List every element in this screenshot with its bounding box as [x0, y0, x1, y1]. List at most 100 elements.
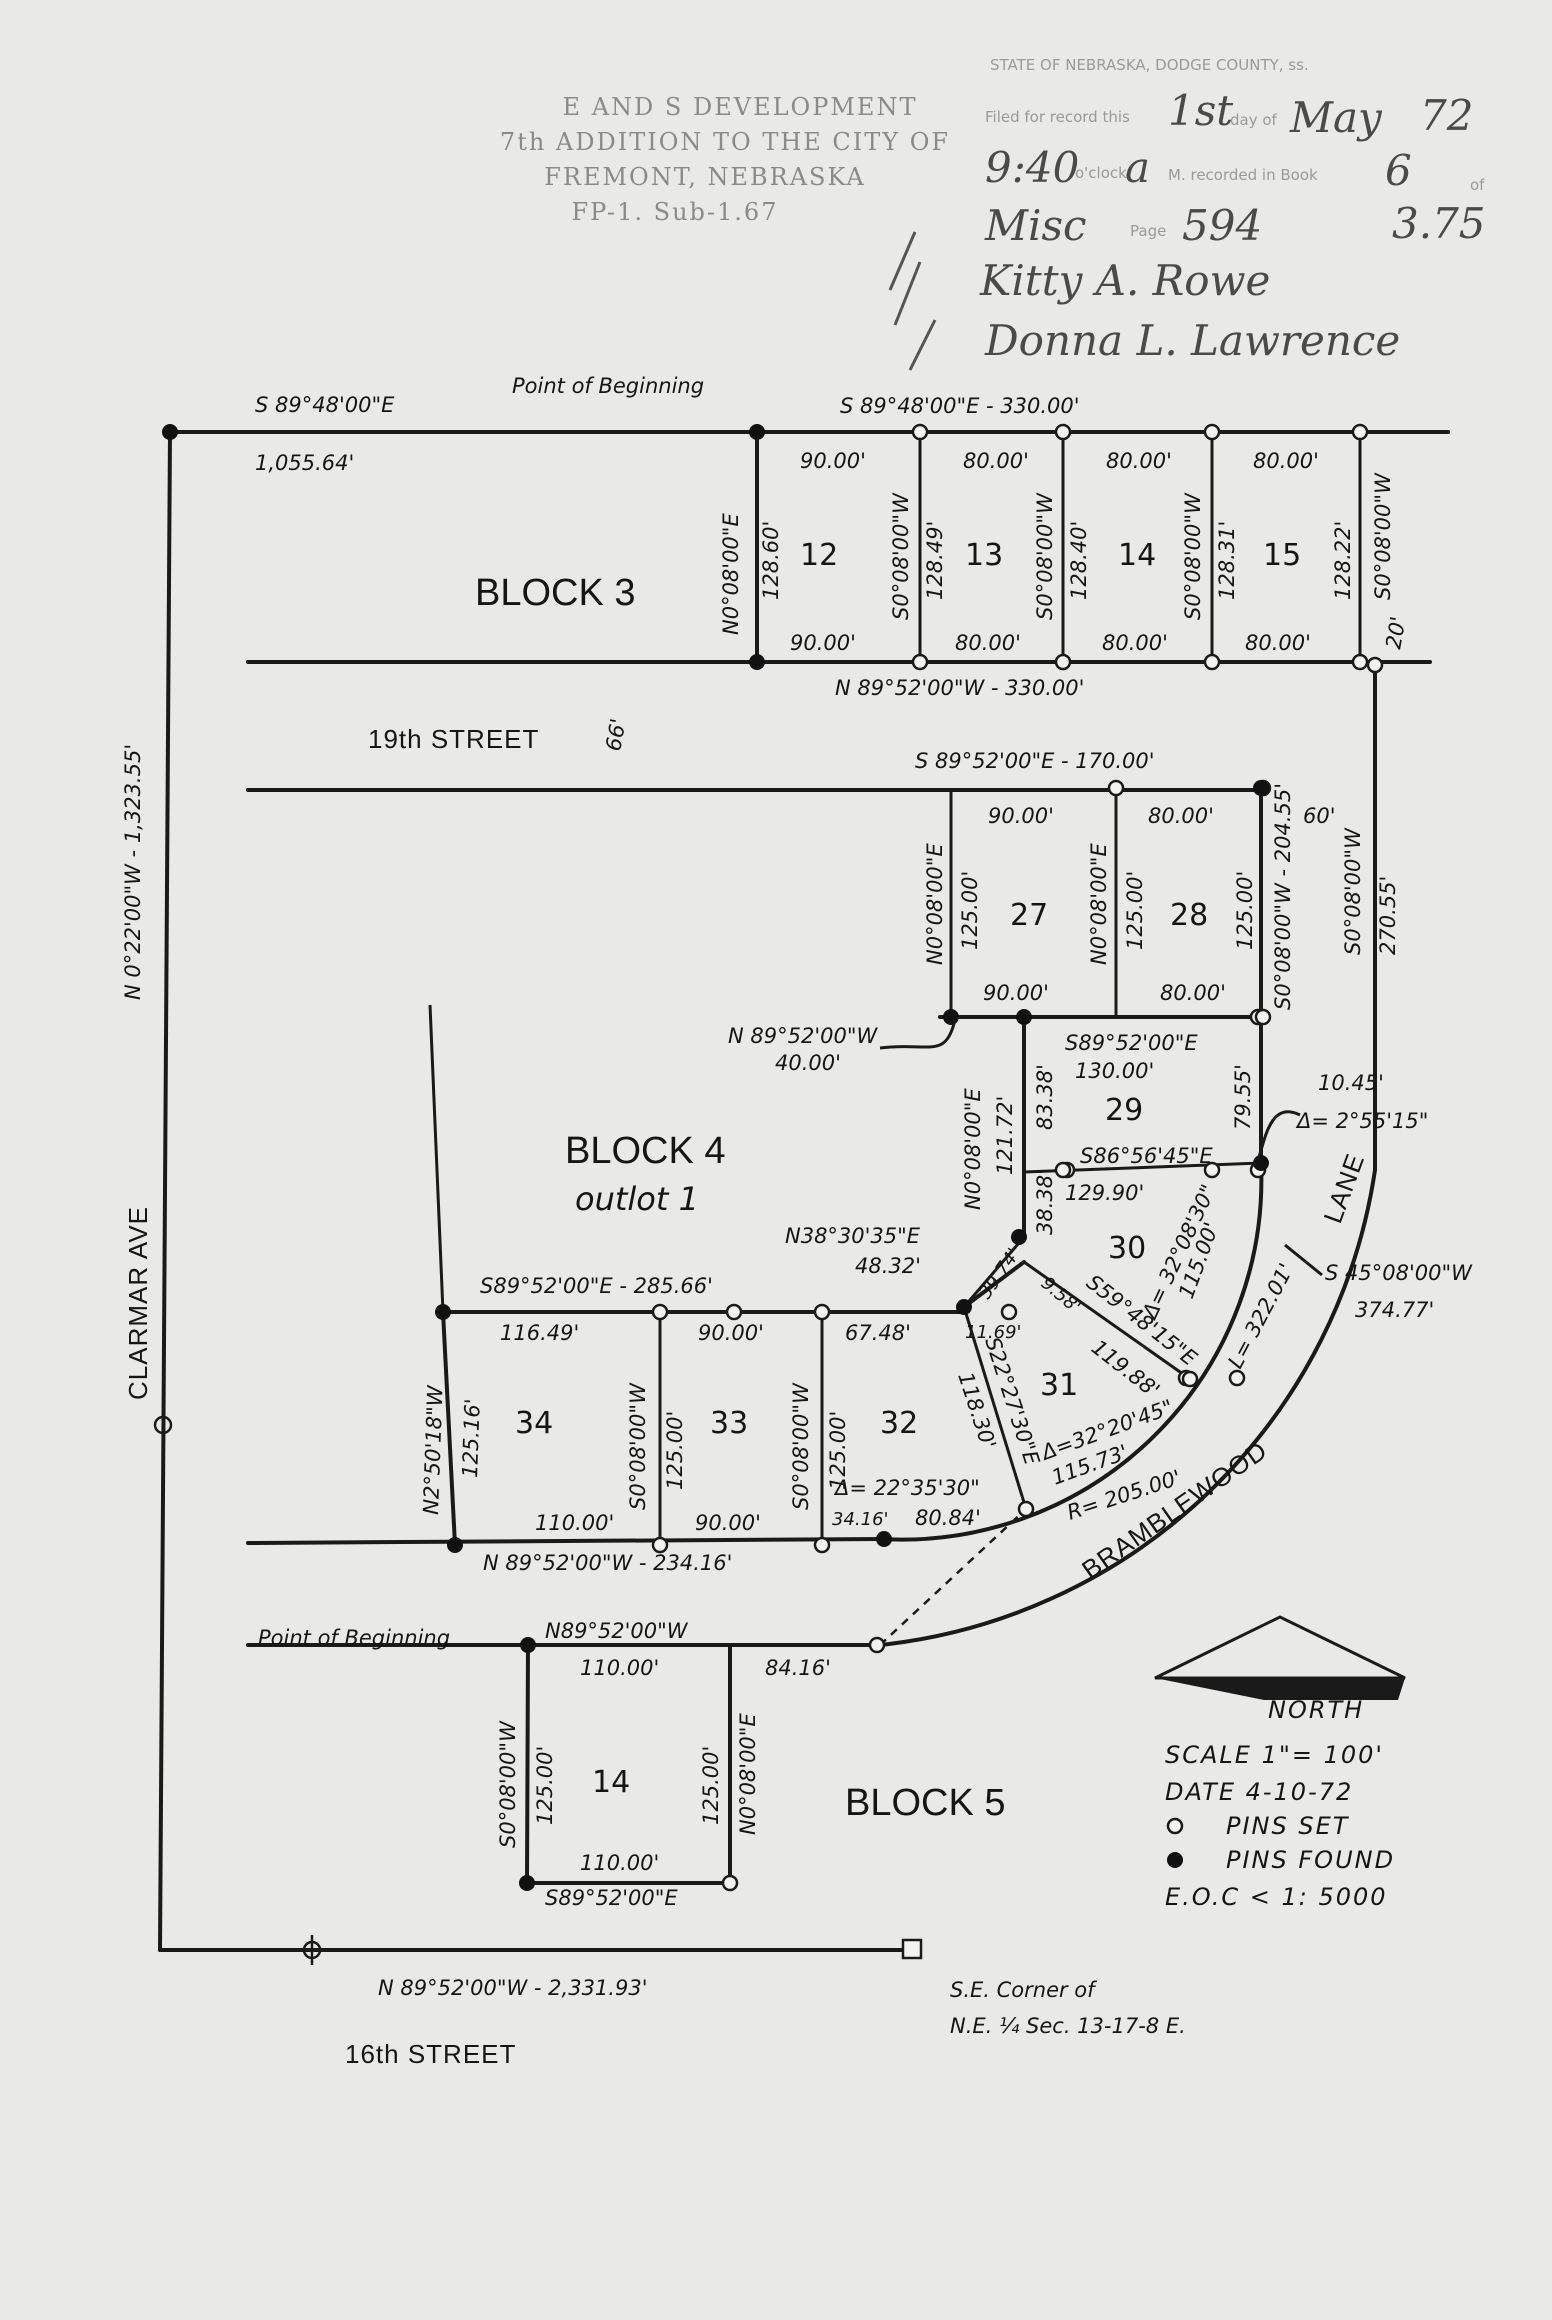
pin-set-marker: [1017, 1500, 1035, 1518]
stamp-state-line: STATE OF NEBRASKA, DODGE COUNTY, ss.: [990, 56, 1309, 74]
stamp-page: 594: [1182, 201, 1262, 250]
b3-top-13: 80.00': [963, 449, 1029, 473]
lane-line-bearing: S0°08'00"W: [1341, 827, 1365, 955]
legend-north: NORTH: [1268, 1696, 1364, 1724]
lot30-west-line: [962, 1260, 1026, 1309]
l29-bottom-bearing: S86°56'45"E: [1080, 1144, 1213, 1168]
b3-l13-14-bearing: S0°08'00"W: [1033, 492, 1057, 620]
b3-bot-14: 80.00': [1102, 631, 1168, 655]
b5-east-bearing: N0°08'00"E: [736, 1713, 760, 1835]
l30-side-length: 38.38': [1033, 1169, 1057, 1235]
l30-b: 9.58': [1037, 1273, 1085, 1318]
b3-corner-label: 20': [1381, 615, 1410, 651]
nineteenth-street-label: 19th STREET: [368, 724, 539, 754]
legend-scale: SCALE 1"= 100': [1165, 1741, 1384, 1769]
l32-delta: Δ= 22°35'30": [833, 1476, 980, 1500]
l32-top: 67.48': [845, 1321, 911, 1345]
l33-32-length: 125.00': [826, 1411, 850, 1490]
b3-bot-12: 90.00': [790, 631, 856, 655]
l27-28-length: 125.00': [1123, 871, 1147, 950]
pins-found-group: [162, 424, 1269, 1891]
top-left-bearing: S 89°48'00"E: [255, 393, 395, 417]
l32-arc2: 80.84': [915, 1506, 981, 1530]
b3-top-14: 80.00': [1106, 449, 1172, 473]
b4-south-bearing: N 89°52'00"W - 234.16': [483, 1551, 732, 1575]
l32-arc: 34.16': [832, 1509, 888, 1530]
se-corner-marker: [901, 1938, 923, 1960]
pin-set-marker: [1054, 653, 1072, 671]
pin-found-marker: [1016, 1009, 1032, 1025]
pin-set-marker: [651, 1536, 669, 1554]
south-boundary-label: N 89°52'00"W - 2,331.93': [378, 1976, 647, 2000]
block3-label: BLOCK 3: [475, 572, 636, 614]
lot-30-number: 30: [1108, 1231, 1146, 1266]
se-corner-line2: N.E. ¼ Sec. 13-17-8 E.: [950, 2014, 1186, 2038]
l34-west-bearing: N2°50'18"W: [419, 1384, 448, 1515]
pin-set-marker: [1351, 653, 1369, 671]
b4-east-bearing: S0°08'00"W - 204.55': [1271, 783, 1295, 1010]
b4-west-long-bearing: N0°08'00"E: [961, 1088, 985, 1210]
l29-bottom-distance: 129.90': [1065, 1181, 1144, 1205]
b5-west-bearing: S0°08'00"W: [496, 1720, 520, 1848]
delta-lane: Δ= 2°55'15": [1295, 1109, 1428, 1133]
jog-distance: 40.00': [775, 1051, 841, 1075]
lot-29-number: 29: [1105, 1093, 1143, 1128]
pin-set-marker: [1181, 1370, 1199, 1388]
l33-top: 90.00': [698, 1321, 764, 1345]
pin-found-marker: [1253, 780, 1269, 796]
recording-stamp: STATE OF NEBRASKA, DODGE COUNTY, ss. Fil…: [888, 56, 1486, 371]
nineteenth-street-width: 66': [601, 717, 630, 753]
pin-set-marker: [1228, 1369, 1246, 1387]
b5-top-gap: 84.16': [765, 1656, 831, 1680]
l34-top: 116.49': [500, 1321, 579, 1345]
l34-west-length: 125.16': [458, 1398, 485, 1478]
legend-pins-set: PINS SET: [1226, 1812, 1350, 1840]
l33-bottom: 90.00': [695, 1511, 761, 1535]
l27-top: 90.00': [988, 804, 1054, 828]
pin-set-marker: [725, 1303, 743, 1321]
stamp-misc: Misc: [984, 201, 1087, 250]
pin-set-marker: [868, 1636, 886, 1654]
l34-33-bearing: S0°08'00"W: [626, 1382, 650, 1510]
lot-34-number: 34: [515, 1406, 553, 1441]
plat-title-line1: E AND S DEVELOPMENT: [563, 93, 918, 121]
b5-bottom-length: 110.00': [580, 1851, 659, 1875]
lane-line-length: 270.55': [1376, 876, 1400, 955]
stamp-oclock-label: o'clock: [1075, 164, 1127, 182]
pin-set-marker: [1351, 423, 1369, 441]
l28-east-length: 125.00': [1233, 871, 1257, 950]
lot-15-number: 15: [1263, 538, 1301, 573]
b5-bottom-bearing: S89°52'00"E: [545, 1886, 678, 1910]
lot31-32-line: [962, 1306, 1028, 1510]
pin-set-marker: [1366, 656, 1384, 674]
pin-found-marker: [876, 1531, 892, 1547]
top-right-bearing: S 89°48'00"E - 330.00': [840, 394, 1080, 418]
pin-set-marker: [721, 1874, 739, 1892]
legend-pin-set-symbol: [1166, 1817, 1184, 1835]
l30-chord-bearing: N38°30'35"E: [785, 1224, 921, 1248]
l29-top-bearing: S89°52'00"E: [1065, 1031, 1198, 1055]
b5-east-length: 125.00': [699, 1746, 723, 1825]
pin-set-marker: [813, 1303, 831, 1321]
b3-west-length: 128.60': [759, 521, 783, 600]
l27-28-bearing: N0°08'00"E: [1087, 843, 1111, 965]
l30-31-length: 119.88': [1087, 1335, 1164, 1403]
pin-found-marker: [520, 1637, 536, 1653]
b3-l14-15-bearing: S0°08'00"W: [1181, 492, 1205, 620]
b5-top-bearing: N89°52'00"W: [545, 1619, 689, 1643]
stamp-book: 6: [1385, 146, 1412, 195]
b3-l12-13-length: 128.49': [923, 521, 947, 600]
delta-lane-leader: [1256, 1110, 1301, 1161]
pin-found-marker: [519, 1875, 535, 1891]
bramblewood-inner-curve: [878, 1161, 1264, 1542]
pin-set-marker: [1254, 1008, 1272, 1026]
l31-a: 11.69': [965, 1322, 1021, 1343]
b3-bot-15: 80.00': [1245, 631, 1311, 655]
legend: NORTH SCALE 1"= 100' DATE 4-10-72 PINS S…: [1154, 1615, 1406, 1911]
pin-set-marker: [1203, 653, 1221, 671]
stamp-fee: 3.75: [1392, 199, 1486, 248]
north-arrow-icon: [1154, 1615, 1406, 1680]
l28-top: 80.00': [1148, 804, 1214, 828]
block4-south-line: [246, 1537, 886, 1545]
stamp-meridian: a: [1125, 143, 1150, 192]
